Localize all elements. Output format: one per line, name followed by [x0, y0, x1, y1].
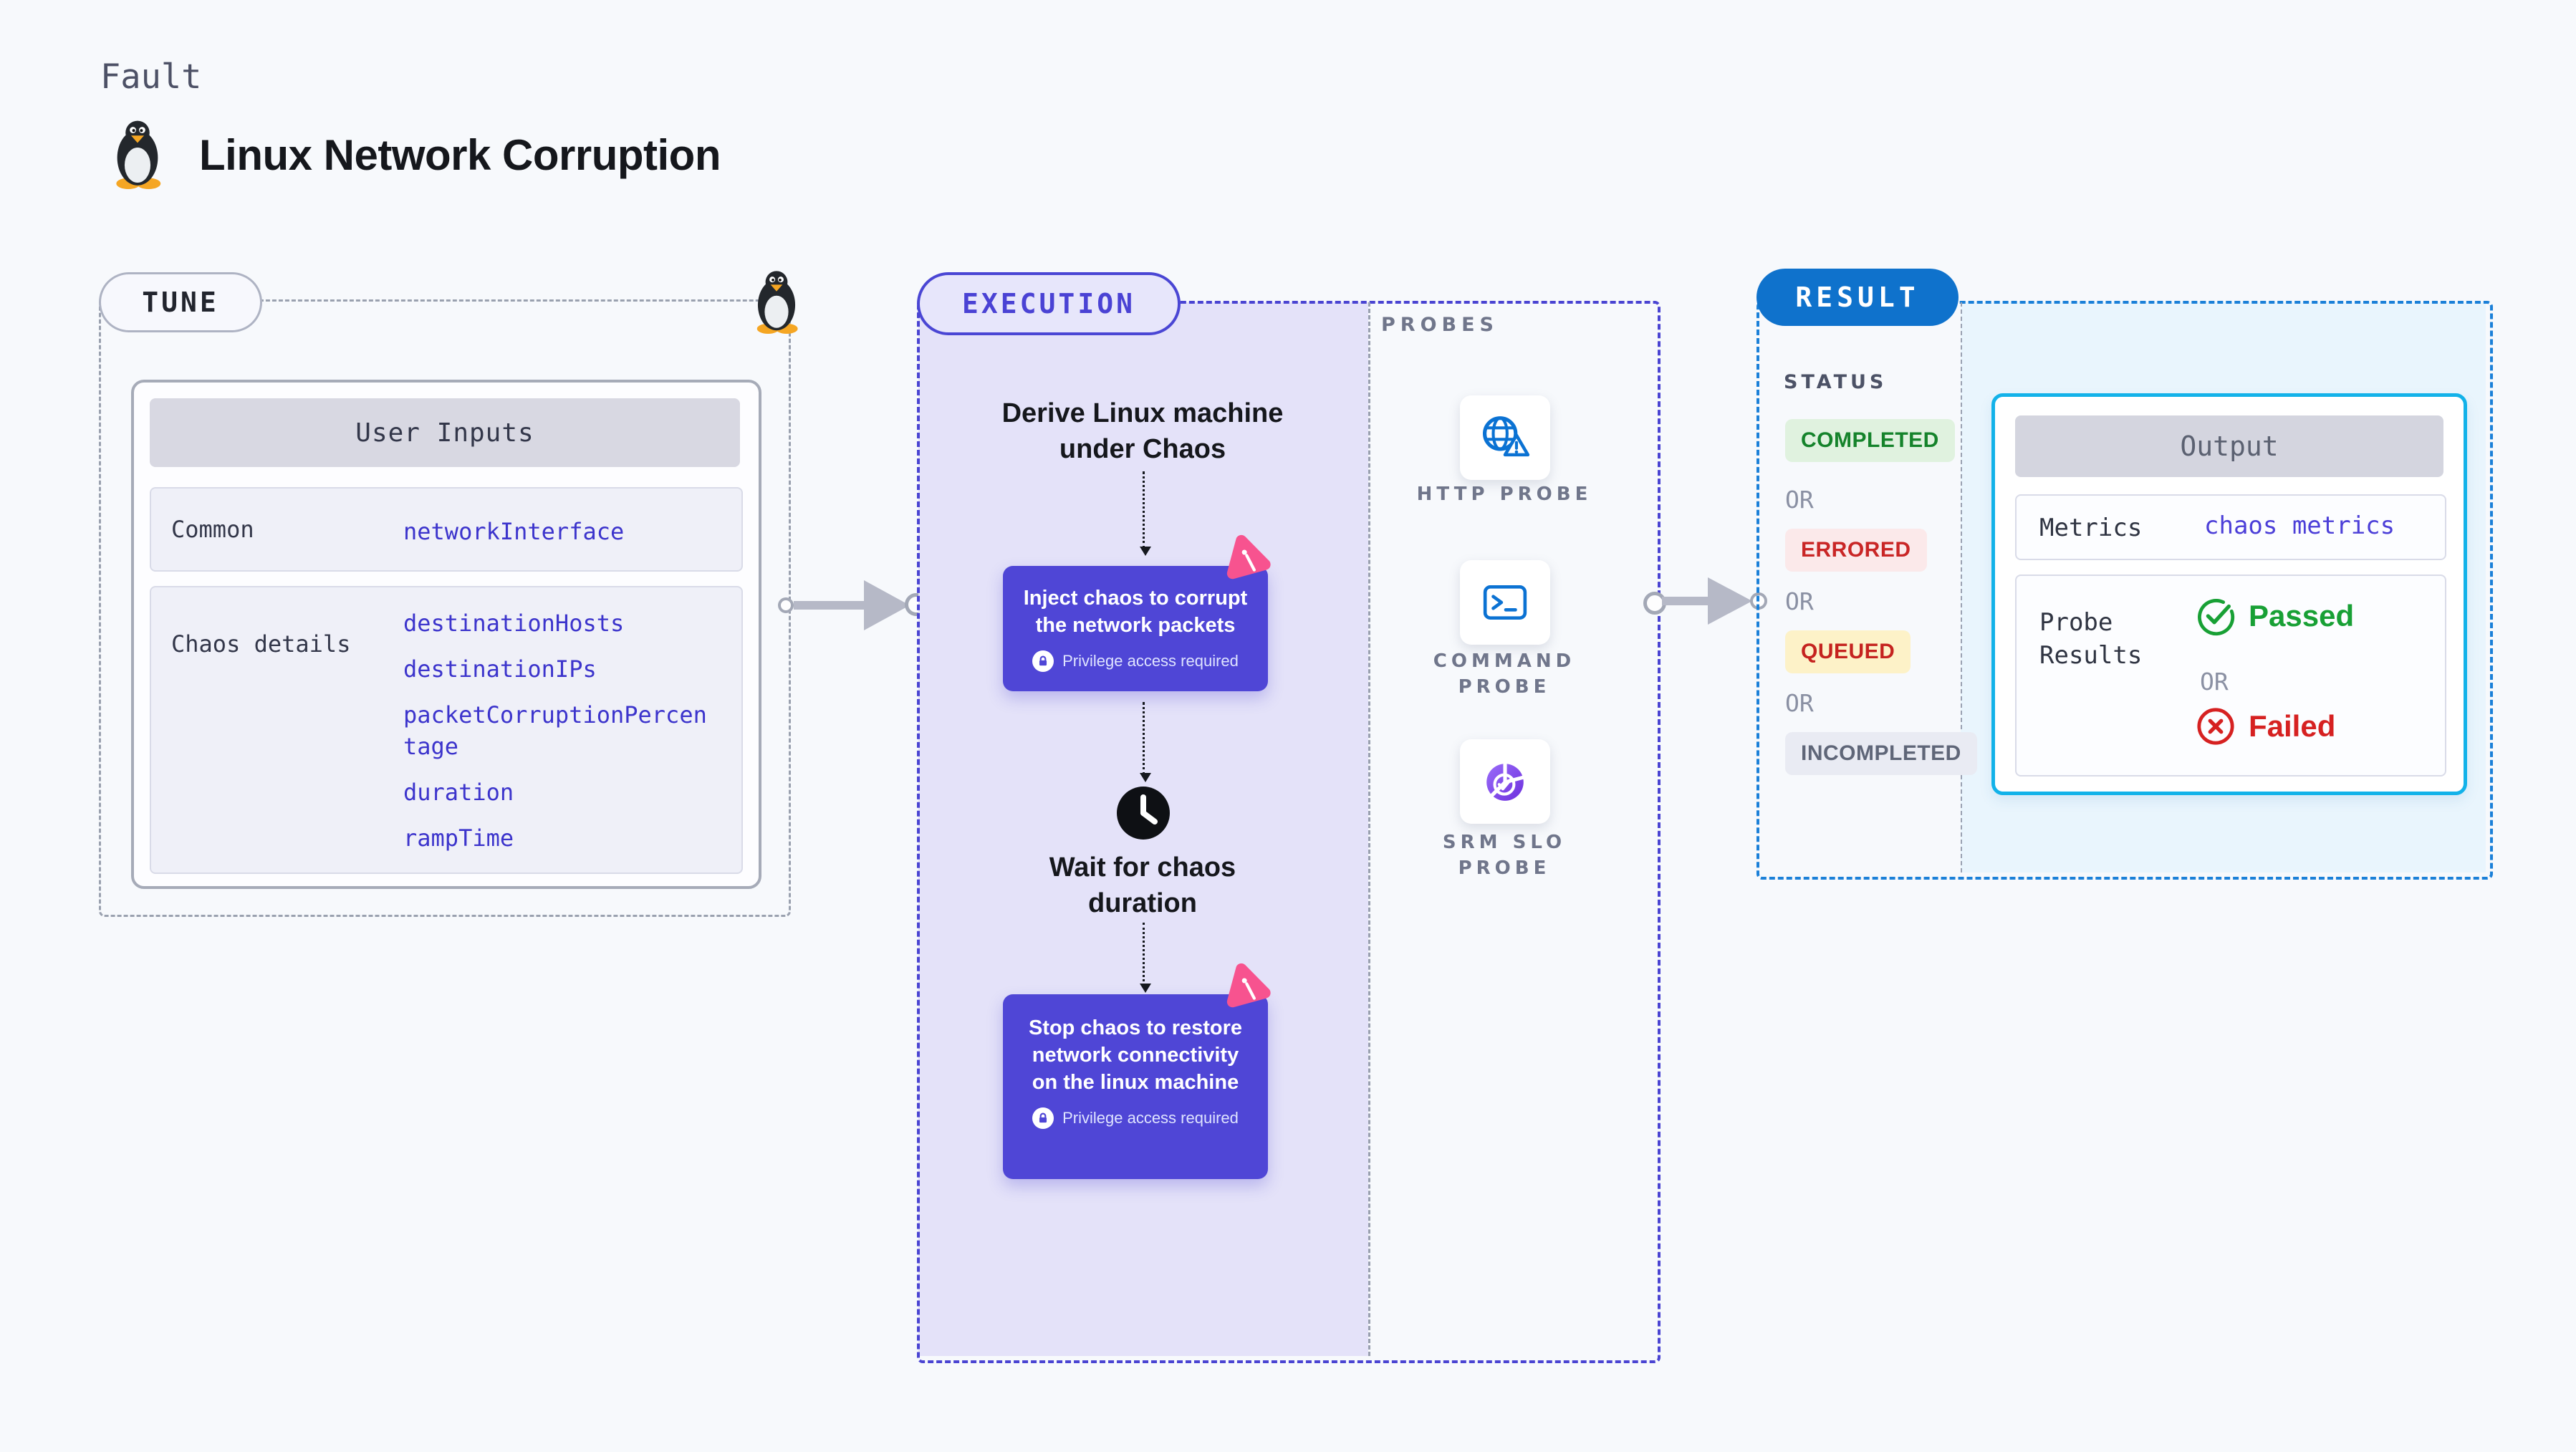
or-separator: OR [2200, 668, 2229, 696]
tux-penguin-icon [107, 119, 168, 189]
status-badge-completed: COMPLETED [1785, 419, 1955, 462]
or-separator: OR [1785, 486, 1814, 514]
param-link-packetCorruptionPercentage[interactable]: packetCorruptionPercentage [403, 701, 707, 760]
param-link-networkInterface[interactable]: networkInterface [403, 518, 625, 545]
metrics-row: Metrics chaos metrics [2015, 494, 2446, 560]
flow-arrow-icon [794, 580, 910, 630]
param-link-destinationIPs[interactable]: destinationIPs [403, 655, 597, 683]
metrics-value-link[interactable]: chaos metrics [2204, 511, 2395, 540]
probe-card-srm [1460, 739, 1550, 824]
dotted-arrow-icon [1139, 471, 1151, 556]
terminal-icon [1483, 585, 1527, 620]
lock-icon [1032, 650, 1054, 672]
failed-label: Failed [2249, 709, 2336, 743]
chaos-logo-icon [1221, 958, 1282, 1020]
or-separator: OR [1785, 587, 1814, 615]
stop-chaos-node[interactable]: Stop chaos to restore network connectivi… [1003, 994, 1268, 1179]
chaos-logo-icon [1221, 530, 1282, 592]
probe-label-srm: SRM SLO PROBE [1442, 832, 1567, 879]
failed-x-icon [2197, 708, 2234, 745]
lock-icon [1032, 1107, 1054, 1129]
row-common: Common networkInterface [150, 487, 743, 572]
status-title: STATUS [1784, 371, 1888, 393]
row-chaos-details-label: Chaos details [171, 630, 351, 658]
slo-pie-icon [1486, 762, 1525, 801]
result-badge: RESULT [1756, 269, 1959, 326]
execution-badge: EXECUTION [917, 272, 1181, 335]
wait-clock-icon [1115, 785, 1171, 841]
user-inputs-table: User Inputs Common networkInterface Chao… [131, 380, 761, 889]
derive-step-label: Derive Linux machine under Chaos [1001, 398, 1284, 464]
privilege-label: Privilege access required [1062, 652, 1239, 670]
flow-arrow-icon [1662, 577, 1752, 625]
probe-card-http [1460, 395, 1550, 480]
probe-card-command [1460, 560, 1550, 645]
wait-step-label: Wait for chaos duration [1049, 852, 1236, 918]
param-link-destinationHosts[interactable]: destinationHosts [403, 610, 625, 637]
probe-results-label: Probe Results [2039, 608, 2143, 670]
tune-badge: TUNE [99, 272, 262, 332]
status-badge-errored: ERRORED [1785, 529, 1927, 572]
user-inputs-header: User Inputs [150, 398, 740, 467]
probe-label-command: COMMAND PROBE [1433, 650, 1576, 698]
param-link-rampTime[interactable]: rampTime [403, 824, 514, 852]
connector-dot [778, 597, 794, 613]
metrics-label: Metrics [2039, 514, 2143, 542]
probes-divider [1368, 302, 1370, 1356]
dotted-arrow-icon [1139, 702, 1151, 782]
tux-penguin-small-icon [749, 269, 804, 334]
row-chaos-details: Chaos details destinationHosts destinati… [150, 586, 743, 874]
param-link-duration[interactable]: duration [403, 779, 514, 806]
stop-chaos-label: Stop chaos to restore network connectivi… [1028, 1016, 1243, 1094]
result-divider [1961, 302, 1962, 872]
status-badge-queued: QUEUED [1785, 630, 1911, 673]
result-badge-label: RESULT [1795, 282, 1920, 313]
probe-label-http: HTTP PROBE [1416, 484, 1592, 505]
passed-label: Passed [2249, 599, 2355, 633]
globe-alert-icon [1482, 416, 1530, 457]
inject-chaos-node[interactable]: Inject chaos to corrupt the network pack… [1003, 566, 1268, 691]
probes-title: PROBES [1381, 314, 1499, 336]
dotted-arrow-icon [1139, 923, 1151, 993]
inject-chaos-label: Inject chaos to corrupt the network pack… [1023, 587, 1248, 637]
execution-panel [917, 301, 1661, 1363]
probe-results-row: Probe Results Passed OR Failed [2015, 574, 2446, 777]
tune-badge-label: TUNE [142, 287, 219, 318]
page-title: Linux Network Corruption [199, 131, 721, 179]
output-header: Output [2015, 415, 2443, 477]
or-separator: OR [1785, 689, 1814, 717]
row-common-label: Common [171, 516, 254, 543]
status-badge-incompleted: INCOMPLETED [1785, 732, 1977, 775]
privilege-label: Privilege access required [1062, 1109, 1239, 1127]
passed-check-icon [2198, 599, 2235, 636]
output-card: Output Metrics chaos metrics Probe Resul… [1991, 393, 2467, 795]
fault-kicker: Fault [100, 57, 202, 97]
execution-badge-label: EXECUTION [962, 288, 1135, 319]
result-panel [1756, 301, 2493, 880]
